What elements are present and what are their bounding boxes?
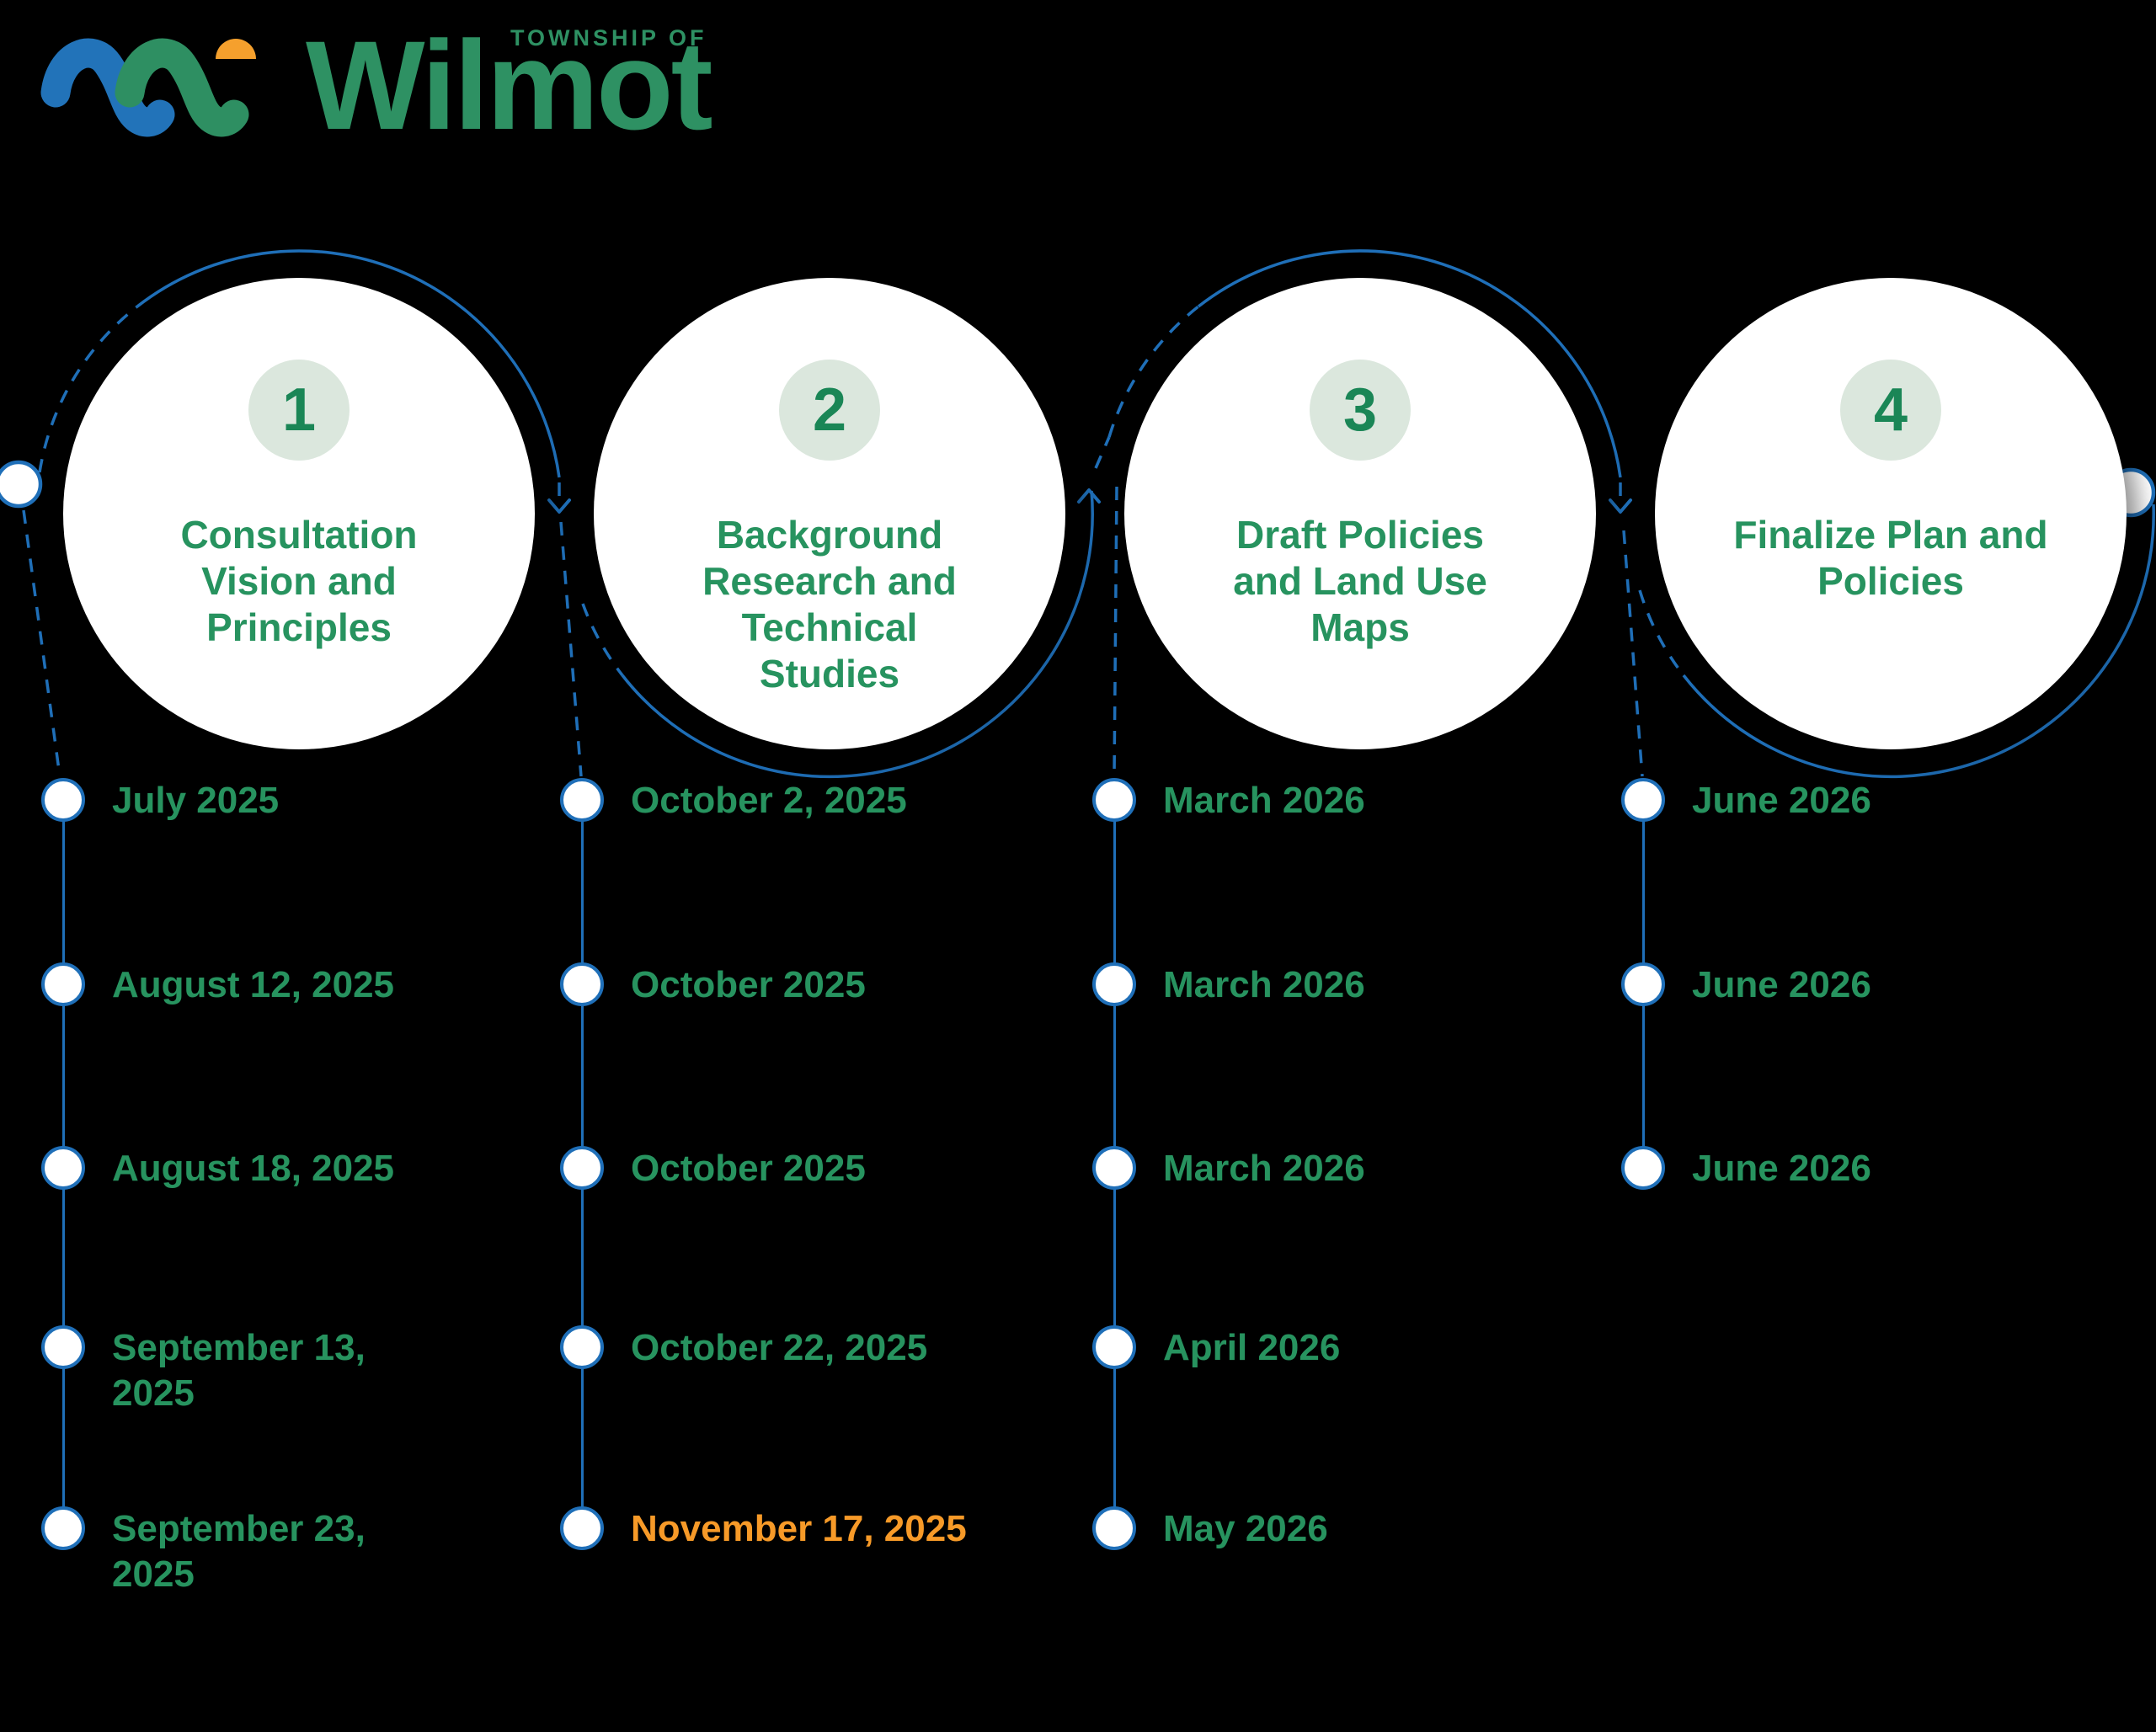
milestone-dot bbox=[41, 1146, 85, 1190]
milestone: October 2025 bbox=[560, 1146, 968, 1191]
phase-circle-2: 2 Background Research and Technical Stud… bbox=[594, 278, 1065, 749]
phase-number: 3 bbox=[1342, 376, 1378, 444]
milestone-dot bbox=[560, 778, 604, 822]
milestone: June 2026 bbox=[1621, 778, 2029, 823]
milestone: June 2026 bbox=[1621, 1146, 2029, 1191]
milestone: November 17, 2025 bbox=[560, 1506, 968, 1552]
milestone-date: July 2025 bbox=[112, 780, 280, 821]
milestone: May 2026 bbox=[1092, 1506, 1500, 1552]
milestone-dot bbox=[560, 1506, 604, 1550]
milestone-date: June 2026 bbox=[1692, 780, 1871, 821]
milestone-dot bbox=[560, 1146, 604, 1190]
milestone-date: October 2025 bbox=[631, 1148, 866, 1189]
arrow-down-icon bbox=[1609, 498, 1632, 514]
milestone-date: October 22, 2025 bbox=[631, 1327, 928, 1368]
milestone: October 2025 bbox=[560, 962, 968, 1008]
flow-arc-over-phase-3 bbox=[1197, 249, 1622, 478]
milestone-date: August 12, 2025 bbox=[112, 964, 395, 1005]
milestone-date-highlighted: November 17, 2025 bbox=[631, 1508, 967, 1549]
phase-title: Consultation Vision and Principles bbox=[180, 513, 418, 649]
phase-circle-4: 4 Finalize Plan and Policies bbox=[1655, 278, 2127, 749]
milestone-dot bbox=[1092, 1325, 1136, 1369]
milestone-dot bbox=[1092, 962, 1136, 1006]
milestone: March 2026 bbox=[1092, 778, 1500, 823]
milestone-dot bbox=[1092, 1506, 1136, 1550]
flow-arc-dashed bbox=[1107, 305, 1200, 438]
phase-title: Finalize Plan and Policies bbox=[1733, 513, 2048, 603]
flow-start-node bbox=[0, 460, 43, 509]
drop-line-dashed-col-3 bbox=[1113, 486, 1118, 777]
milestone-dot bbox=[41, 778, 85, 822]
phase-number-badge: 1 bbox=[248, 360, 350, 461]
flow-arc-dashed bbox=[1638, 589, 1685, 677]
phase-number-badge: 3 bbox=[1310, 360, 1411, 461]
logo-township-of-text: TOWNSHIP OF bbox=[510, 25, 707, 51]
arrow-down-icon bbox=[547, 498, 571, 514]
milestone-date: October 2, 2025 bbox=[631, 780, 907, 821]
milestone-dot bbox=[560, 962, 604, 1006]
milestone: April 2026 bbox=[1092, 1325, 1500, 1371]
phase-number-badge: 2 bbox=[779, 360, 880, 461]
milestone-dot bbox=[41, 1325, 85, 1369]
flow-arc-under-phase-2 bbox=[621, 490, 1094, 779]
milestone-dot bbox=[1092, 1146, 1136, 1190]
flow-arc-dashed bbox=[581, 603, 624, 677]
milestone: June 2026 bbox=[1621, 962, 2029, 1008]
milestone: September 13, 2025 bbox=[41, 1325, 449, 1416]
milestone-date: June 2026 bbox=[1692, 1148, 1871, 1189]
milestone-dot bbox=[1621, 962, 1665, 1006]
milestone: October 2, 2025 bbox=[560, 778, 968, 823]
milestone-date: April 2026 bbox=[1163, 1327, 1341, 1368]
phase-title: Draft Policies and Land Use Maps bbox=[1233, 513, 1487, 649]
flow-arc-under-phase-4 bbox=[1682, 504, 2155, 779]
milestone-dot bbox=[41, 962, 85, 1006]
wilmot-logo: TOWNSHIP OF Wilmot bbox=[24, 7, 765, 163]
flow-stub-dashed bbox=[1094, 436, 1111, 469]
milestone-dot bbox=[1621, 778, 1665, 822]
milestone-date: May 2026 bbox=[1163, 1508, 1328, 1549]
milestone-dot bbox=[560, 1325, 604, 1369]
phase-number: 1 bbox=[281, 376, 317, 444]
milestone: March 2026 bbox=[1092, 962, 1500, 1008]
drop-line-dashed-col-1 bbox=[22, 509, 61, 777]
milestone: September 23, 2025 bbox=[41, 1506, 449, 1597]
phase-circle-3: 3 Draft Policies and Land Use Maps bbox=[1124, 278, 1596, 749]
phase-number: 4 bbox=[1873, 376, 1908, 444]
phase-number: 2 bbox=[812, 376, 847, 444]
milestone-date: March 2026 bbox=[1163, 780, 1365, 821]
flow-arc-over-phase-1 bbox=[136, 249, 561, 478]
milestone-dot bbox=[1621, 1146, 1665, 1190]
phase-title: Background Research and Technical Studie… bbox=[702, 513, 957, 695]
milestone: March 2026 bbox=[1092, 1146, 1500, 1191]
milestone-date: September 13, 2025 bbox=[112, 1327, 366, 1414]
milestone-date: June 2026 bbox=[1692, 964, 1871, 1005]
flow-arc-dashed bbox=[38, 305, 139, 473]
phase-number-badge: 4 bbox=[1840, 360, 1941, 461]
drop-line-dashed-col-4 bbox=[1622, 530, 1644, 777]
milestone-dot bbox=[41, 1506, 85, 1550]
milestone: October 22, 2025 bbox=[560, 1325, 968, 1371]
drop-line-dashed-col-2 bbox=[559, 521, 583, 777]
milestone: August 18, 2025 bbox=[41, 1146, 449, 1191]
arrow-up-icon bbox=[1077, 488, 1101, 504]
logo-wordmark: Wilmot bbox=[306, 14, 713, 156]
wilmot-logo-mark-icon bbox=[40, 38, 256, 137]
milestone: July 2025 bbox=[41, 778, 449, 823]
phase-circle-1: 1 Consultation Vision and Principles bbox=[63, 278, 535, 749]
milestone: August 12, 2025 bbox=[41, 962, 449, 1008]
milestone-date: September 23, 2025 bbox=[112, 1508, 366, 1595]
milestone-dot bbox=[1092, 778, 1136, 822]
milestone-date: March 2026 bbox=[1163, 1148, 1365, 1189]
milestone-date: October 2025 bbox=[631, 964, 866, 1005]
milestone-date: March 2026 bbox=[1163, 964, 1365, 1005]
milestone-date: August 18, 2025 bbox=[112, 1148, 395, 1189]
